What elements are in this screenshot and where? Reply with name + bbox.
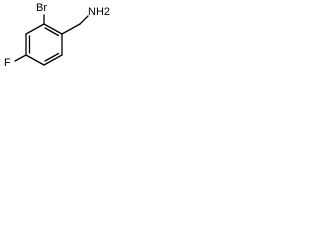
ring-bond-c3-c4: [43, 54, 63, 66]
bond-to-ch2: [61, 23, 81, 35]
bond-ch2-to-amine: [79, 15, 89, 25]
background: [0, 0, 113, 73]
atom-label-bromine: Br: [36, 2, 47, 14]
bond-to-fluorine: [14, 54, 27, 62]
structural-formula: Br F NH2: [0, 0, 113, 73]
ring-double-bond-c1-c2: [44, 27, 60, 37]
ring-double-bond-c3-c4: [44, 52, 60, 62]
ring-bond-c6-c1: [25, 23, 45, 35]
atom-label-fluorine: F: [4, 57, 11, 69]
ring-bond-c1-c2: [43, 23, 63, 35]
atom-label-amine: NH2: [88, 6, 110, 18]
ring-bond-c4-c5: [25, 54, 45, 66]
